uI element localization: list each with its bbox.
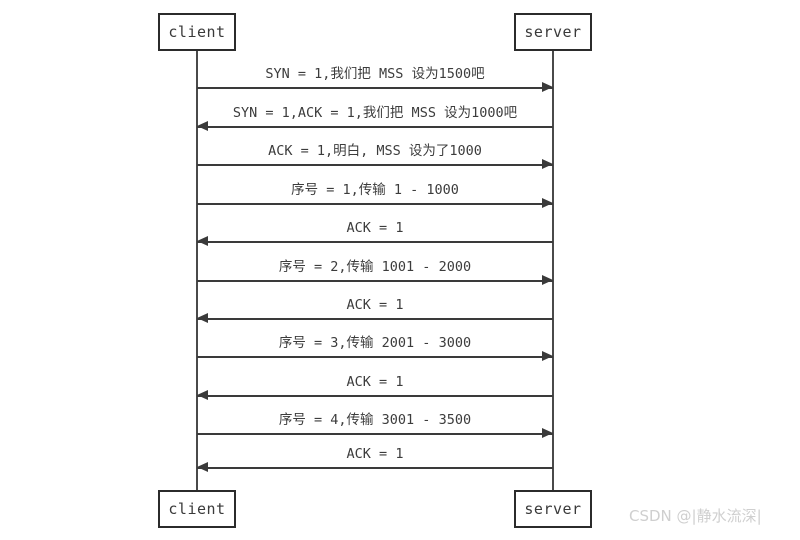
message-arrow-head-4-right [542, 198, 553, 208]
top-participant-box-server: server [514, 13, 592, 51]
message-arrow-head-2-left [197, 121, 208, 131]
message-arrow-line-7 [197, 318, 553, 320]
message-arrow-line-6 [197, 280, 553, 282]
message-label-3: ACK = 1,明白, MSS 设为了1000 [268, 143, 482, 159]
message-label-10: 序号 = 4,传输 3001 - 3500 [278, 412, 472, 428]
message-label-2: SYN = 1,ACK = 1,我们把 MSS 设为1000吧 [232, 105, 518, 121]
message-arrow-line-3 [197, 164, 553, 166]
message-label-4: 序号 = 1,传输 1 - 1000 [291, 182, 459, 198]
message-arrow-head-9-left [197, 390, 208, 400]
lifeline-client [196, 51, 198, 490]
message-arrow-line-9 [197, 395, 553, 397]
message-arrow-head-8-right [542, 351, 553, 361]
message-arrow-line-5 [197, 241, 553, 243]
lifeline-server [552, 51, 554, 490]
message-label-1: SYN = 1,我们把 MSS 设为1500吧 [265, 66, 485, 82]
message-label-8: 序号 = 3,传输 2001 - 3000 [278, 335, 472, 351]
message-arrow-head-11-left [197, 462, 208, 472]
top-participant-box-client: client [158, 13, 236, 51]
message-label-7: ACK = 1 [346, 297, 404, 313]
message-label-6: 序号 = 2,传输 1001 - 2000 [278, 259, 472, 275]
message-arrow-head-5-left [197, 236, 208, 246]
bottom-participant-box-server: server [514, 490, 592, 528]
message-arrow-head-1-right [542, 82, 553, 92]
message-arrow-line-8 [197, 356, 553, 358]
message-arrow-line-2 [197, 126, 553, 128]
bottom-participant-box-client: client [158, 490, 236, 528]
message-arrow-line-10 [197, 433, 553, 435]
message-arrow-head-7-left [197, 313, 208, 323]
message-arrow-line-1 [197, 87, 553, 89]
message-arrow-line-4 [197, 203, 553, 205]
message-label-5: ACK = 1 [346, 220, 404, 236]
message-arrow-line-11 [197, 467, 553, 469]
message-arrow-head-3-right [542, 159, 553, 169]
csdn-watermark: CSDN @|静水流深| [629, 507, 762, 525]
message-arrow-head-6-right [542, 275, 553, 285]
message-arrow-head-10-right [542, 428, 553, 438]
message-label-11: ACK = 1 [346, 446, 404, 462]
message-label-9: ACK = 1 [346, 374, 404, 390]
